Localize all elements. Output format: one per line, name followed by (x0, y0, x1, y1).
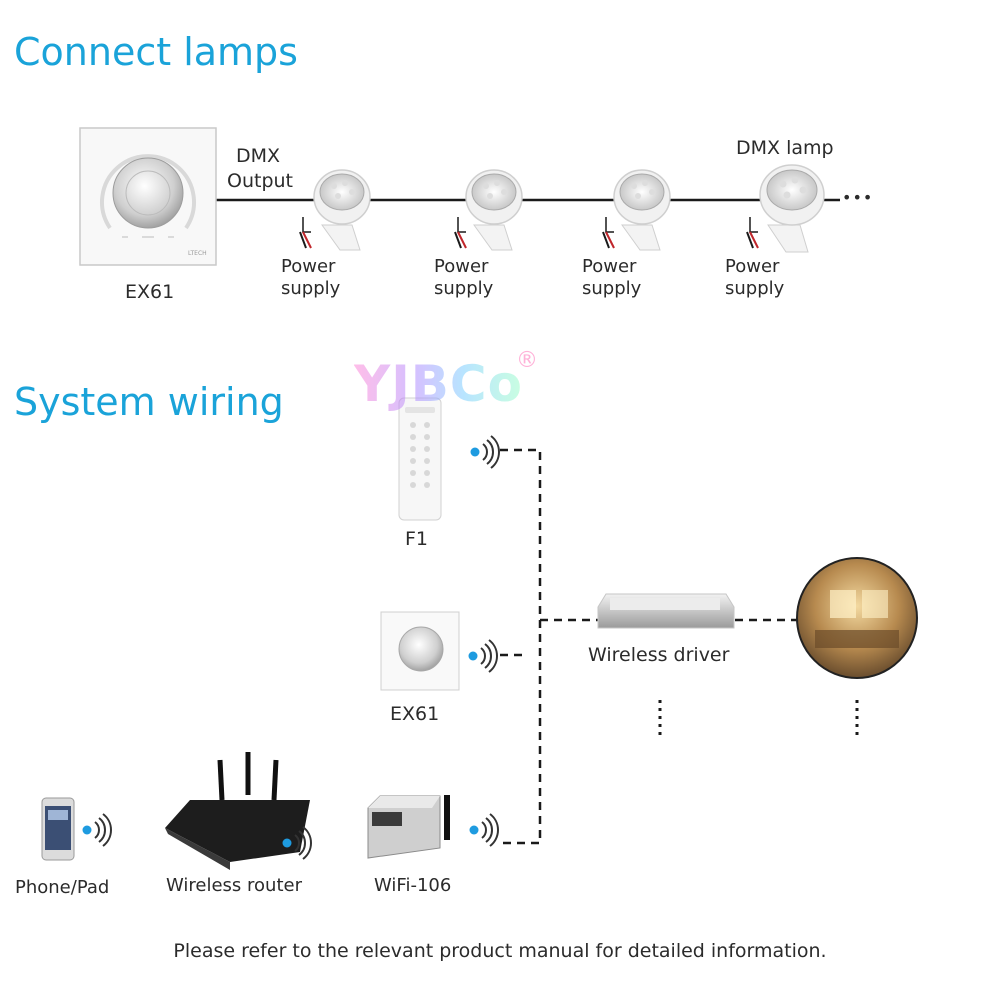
dmx-lamp-2 (454, 169, 523, 251)
wifi-106-label: WiFi-106 (374, 875, 452, 896)
ex61-small-panel-image (380, 611, 460, 691)
ex61-label: EX61 (125, 281, 175, 303)
room-lamp-image (796, 557, 918, 679)
dmx-lamp-label: DMX lamp (736, 137, 834, 159)
wireless-bus-line (500, 448, 542, 845)
router-label: Wireless router (166, 875, 302, 896)
dmx-output-label-line1: DMX (236, 145, 281, 167)
ex61-system-label: EX61 (390, 703, 440, 725)
wifi-signal-icon (282, 826, 312, 860)
f1-remote-image (398, 397, 442, 521)
more-lamps-ellipsis: ••• (842, 188, 874, 207)
dmx-lamp-1 (299, 169, 371, 251)
registered-mark: ® (516, 348, 538, 373)
router-image (165, 752, 310, 870)
panel-brand-text: LTECH (188, 250, 207, 257)
wifi-signal-icon (469, 813, 499, 847)
wireless-driver-label: Wireless driver (588, 644, 730, 666)
f1-label: F1 (405, 528, 429, 550)
wifi-signal-icon (468, 639, 498, 673)
phone-image (41, 797, 75, 861)
dmx-output-label-line2: Output (227, 170, 293, 192)
footer-note: Please refer to the relevant product man… (173, 940, 827, 962)
wifi-signal-icon (82, 813, 112, 847)
wifi-signal-icon (470, 435, 500, 469)
wireless-driver-image (597, 593, 735, 629)
brand-watermark: YJBCo (354, 355, 523, 413)
wifi-106-image (367, 795, 450, 859)
phone-label: Phone/Pad (15, 877, 110, 898)
dmx-lamp-3 (602, 169, 671, 251)
system-wiring-title: System wiring (14, 380, 284, 424)
ex61-panel-image (79, 127, 217, 266)
connect-lamps-title: Connect lamps (14, 30, 298, 74)
dmx-lamp-4 (746, 164, 825, 253)
